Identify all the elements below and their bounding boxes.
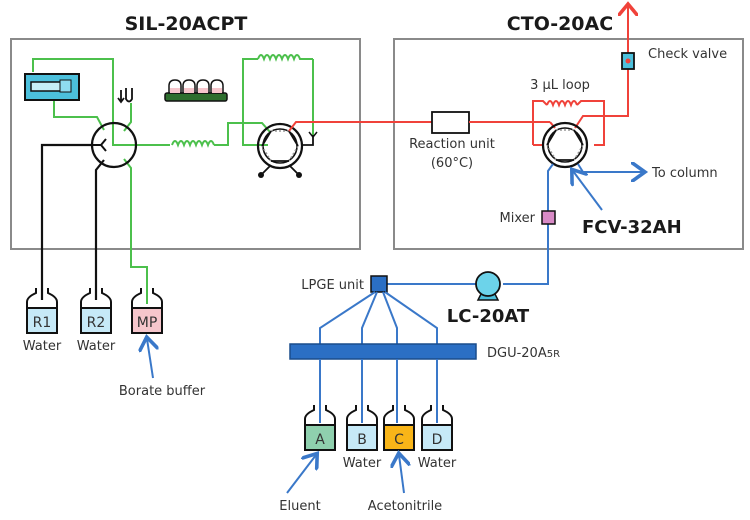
red-line-to-reaction-unit [288,121,432,132]
reservoir-caption: Water [343,456,382,471]
to-column-label: To column [651,166,718,181]
green-line-to-injector [214,122,271,146]
reservoir-caption: Water [23,339,62,354]
fcv-pointer-arrow [573,171,603,211]
reaction-temp-label: (60°C) [431,156,473,171]
check-valve-label: Check valve [648,47,727,62]
black-line-r2 [94,159,105,300]
reservoir-b: B Water [343,405,382,471]
needle-icon [117,88,133,104]
reservoir-id-label: B [357,432,367,448]
pump-label: LC-20AT [447,306,530,327]
lpge-label: LPGE unit [301,278,364,293]
coil-1 [171,140,215,148]
reservoir-c: C [383,405,415,451]
reservoir-mp: MP [131,288,163,334]
borate-pointer-arrow [147,339,153,379]
loop-label: 3 µL loop [530,78,590,93]
column-oven-box [393,38,744,250]
reservoir-caption: Water [418,456,457,471]
lpge-unit-icon [370,275,388,293]
green-line-loop-left [242,58,268,146]
black-line-r1 [40,143,92,300]
reservoir-id-label: MP [137,315,158,331]
eluent-label: Eluent [279,499,320,514]
reservoir-a: A [304,405,336,451]
pump-icon [475,271,501,301]
reservoir-id-label: R1 [33,315,52,331]
green-line-syringe-port [53,92,105,131]
column-oven-title: CTO-20AC [507,13,613,35]
fcv-valve-icon [541,121,589,169]
reservoir-id-label: D [432,432,443,448]
blue-line-to-fcv [547,163,554,260]
blue-line-to-column [577,164,643,172]
eluent-pointer-arrow [286,455,316,494]
degasser-bar [289,343,477,360]
reservoir-caption: Water [77,339,116,354]
reservoir-id-label: A [315,432,325,448]
mixer-label: Mixer [500,211,536,226]
acetonitrile-label: Acetonitrile [368,499,442,514]
reservoir-id-label: R2 [87,315,106,331]
green-line-mp [123,158,148,304]
reaction-loop-coil [546,100,578,108]
autosampler-title: SIL-20ACPT [125,13,248,35]
reservoir-d: D Water [418,405,457,471]
acetonitrile-pointer-arrow [399,455,404,494]
degasser-label: DGU-20A5R [487,346,560,361]
mixer-icon [541,210,556,225]
reaction-unit-label: Reaction unit [409,137,495,152]
reaction-unit-icon [431,111,470,134]
vial-rack-icon [164,79,228,102]
green-line-syringe-top [32,58,170,146]
sample-loop-coil [257,54,313,62]
fcv-label: FCV-32AH [582,217,682,238]
injection-valve-icon [256,122,304,178]
autosampler-box [10,38,361,250]
reservoir-id-label: C [394,432,404,448]
borate-label: Borate buffer [119,384,206,399]
